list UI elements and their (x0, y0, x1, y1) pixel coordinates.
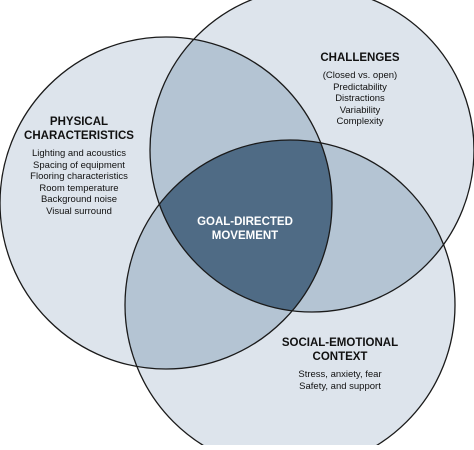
physical-item: Lighting and acoustics (31, 148, 126, 159)
social-items: Stress, anxiety, fear Safety, and suppor… (260, 369, 420, 392)
center-label: GOAL-DIRECTED MOVEMENT (197, 216, 293, 242)
physical-item: Visual surround (46, 205, 112, 217)
challenges-label: CHALLENGES (Closed vs. open) Predictabil… (290, 51, 430, 128)
challenges-title: CHALLENGES (320, 52, 400, 64)
challenges-item: Distractions (335, 93, 385, 104)
social-item: Safety, and support (299, 380, 381, 392)
physical-item: Room temperature (39, 182, 119, 194)
challenges-item: Complexity (336, 116, 384, 127)
challenges-items: (Closed vs. open) Predictability Distrac… (290, 70, 430, 128)
physical-item: Flooring characteristics (30, 171, 128, 182)
physical-item: Spacing of equipment (33, 159, 125, 171)
social-item: Stress, anxiety, fear (298, 369, 382, 380)
physical-label: PHYSICAL CHARACTERISTICS Lighting and ac… (4, 115, 154, 217)
challenges-item: Variability (339, 104, 381, 116)
physical-title: PHYSICAL CHARACTERISTICS (24, 116, 134, 142)
social-title: SOCIAL-EMOTIONAL CONTEXT (281, 337, 399, 363)
physical-items: Lighting and acoustics Spacing of equipm… (4, 148, 154, 217)
social-label: SOCIAL-EMOTIONAL CONTEXT Stress, anxiety… (260, 336, 420, 392)
circle-social-outline (124, 139, 456, 450)
center-overlap (150, 140, 332, 312)
center-label-box: GOAL-DIRECTED MOVEMENT (190, 215, 300, 243)
challenges-item: Predictability (333, 81, 387, 93)
circle-physical-outline (0, 36, 333, 370)
circle-challenges-outline (149, 0, 474, 313)
challenges-item: (Closed vs. open) (322, 70, 398, 81)
physical-item: Background noise (40, 194, 118, 205)
